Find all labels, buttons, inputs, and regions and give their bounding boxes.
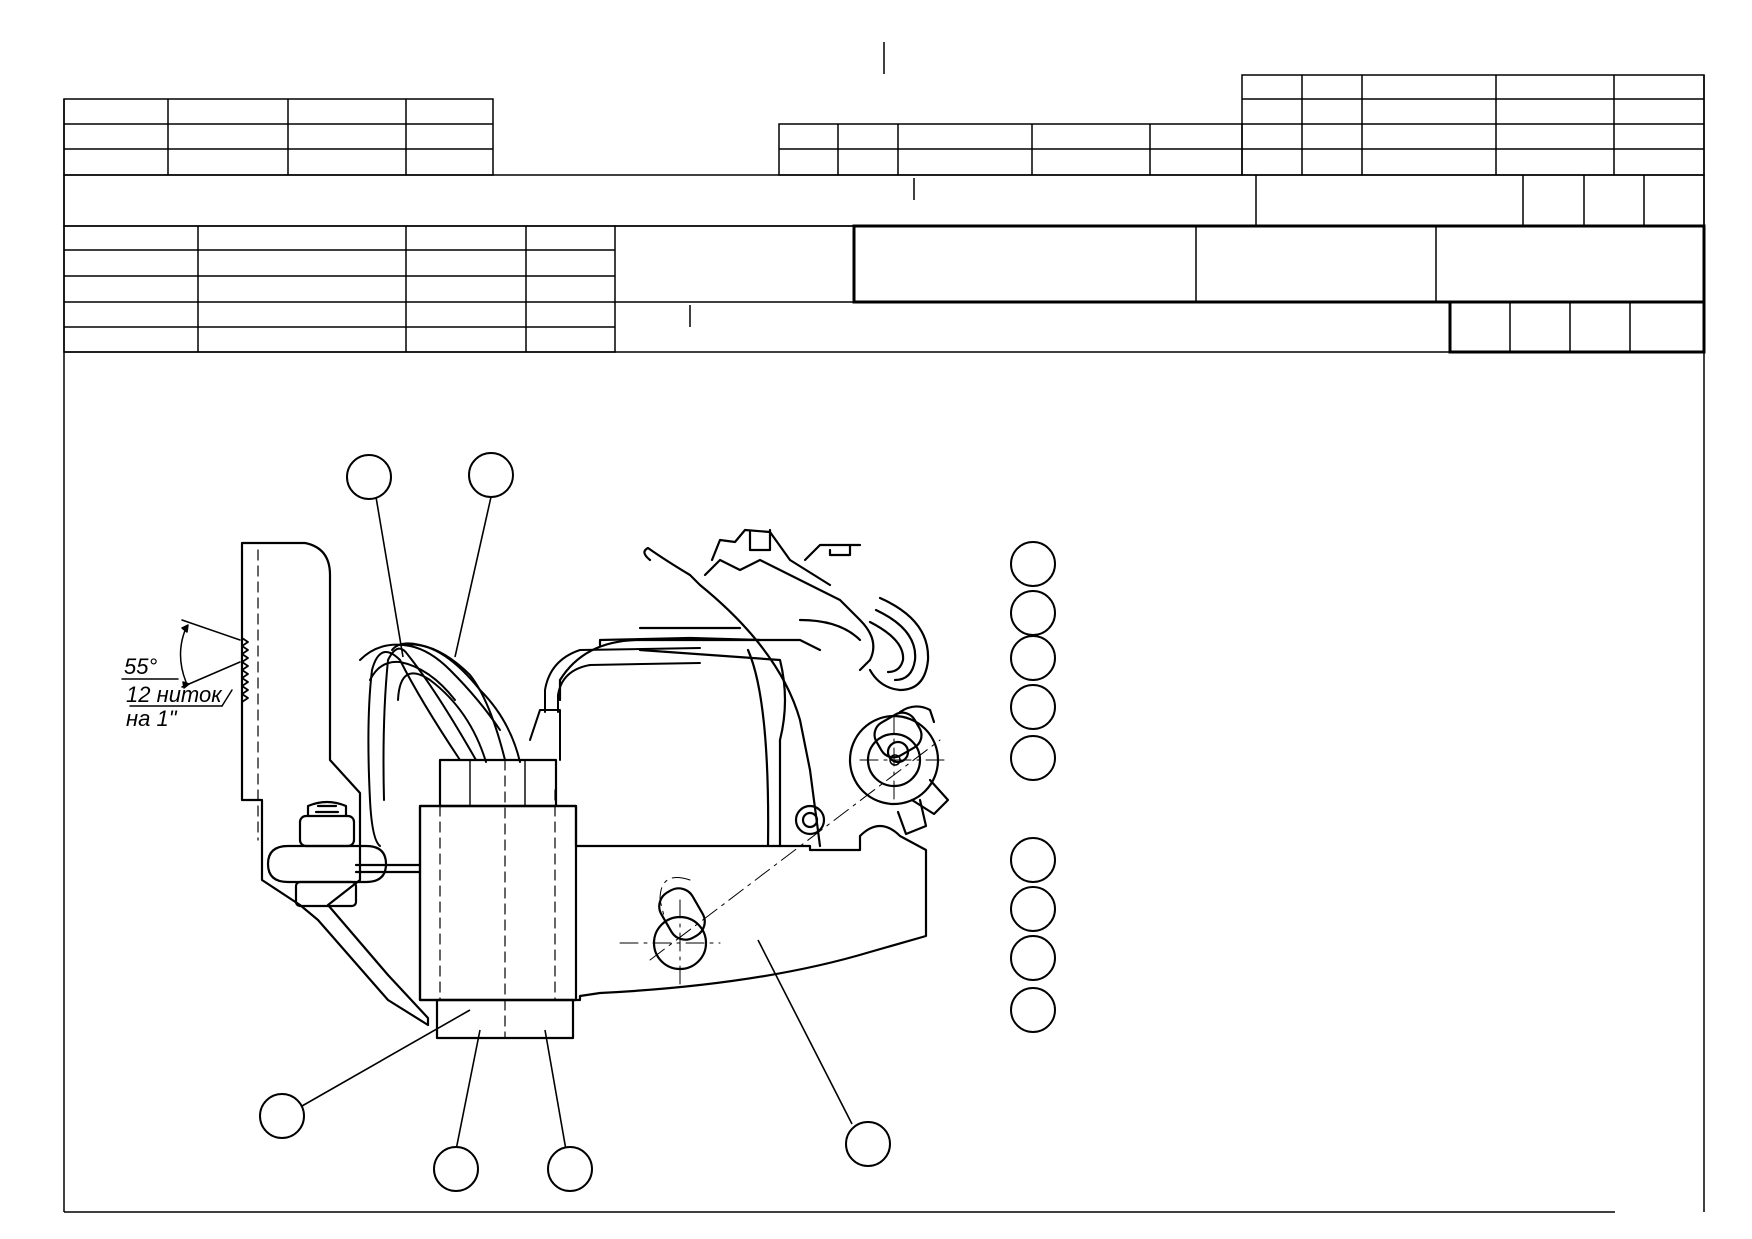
legend-bubble: [1010, 684, 1056, 730]
thread-zigzag: [241, 637, 249, 703]
contact-springs: [558, 528, 930, 848]
legend-bubble: [1010, 886, 1056, 932]
callout-bubble: [259, 1093, 305, 1139]
revision-table-left: [63, 98, 494, 176]
main-body: [418, 804, 928, 1002]
operation-box: [852, 224, 1706, 354]
terminal-block: [438, 758, 558, 808]
callout-bubble: [468, 452, 514, 498]
mounting-bracket: [240, 541, 430, 1027]
title-block: [63, 42, 1706, 1213]
legend-bubble: [1010, 987, 1056, 1033]
callout-bubble: [433, 1146, 479, 1192]
thread-count-label: 12 ниток: [126, 682, 223, 707]
thread-unit-label: на 1": [126, 706, 178, 731]
leader-lines: [301, 496, 853, 1151]
clamp-screw: [266, 800, 422, 908]
legend-bubble: [1010, 935, 1056, 981]
legend-bubble: [1010, 735, 1056, 781]
callout-bubble: [346, 454, 392, 500]
legend-bubble: [1010, 837, 1056, 883]
signature-table: [63, 225, 616, 353]
callout-bubble: [845, 1121, 891, 1167]
wire-harness: [359, 642, 701, 847]
center-lines: [619, 714, 951, 986]
thread-angle-annotation: [121, 619, 241, 707]
legend-bubble: [1010, 541, 1056, 587]
revision-table-right: [778, 74, 1705, 176]
document-name-row: [63, 174, 1705, 227]
thread-angle-label: 55°: [124, 654, 157, 679]
callout-bubble: [547, 1146, 593, 1192]
callouts-drawing: [259, 452, 891, 1192]
coil-block: [418, 804, 578, 1002]
legend-bubble: [1010, 590, 1056, 636]
callouts-legend: [1010, 541, 1056, 1033]
legend-bubble: [1010, 635, 1056, 681]
mechanism-drawing: [121, 528, 951, 1040]
